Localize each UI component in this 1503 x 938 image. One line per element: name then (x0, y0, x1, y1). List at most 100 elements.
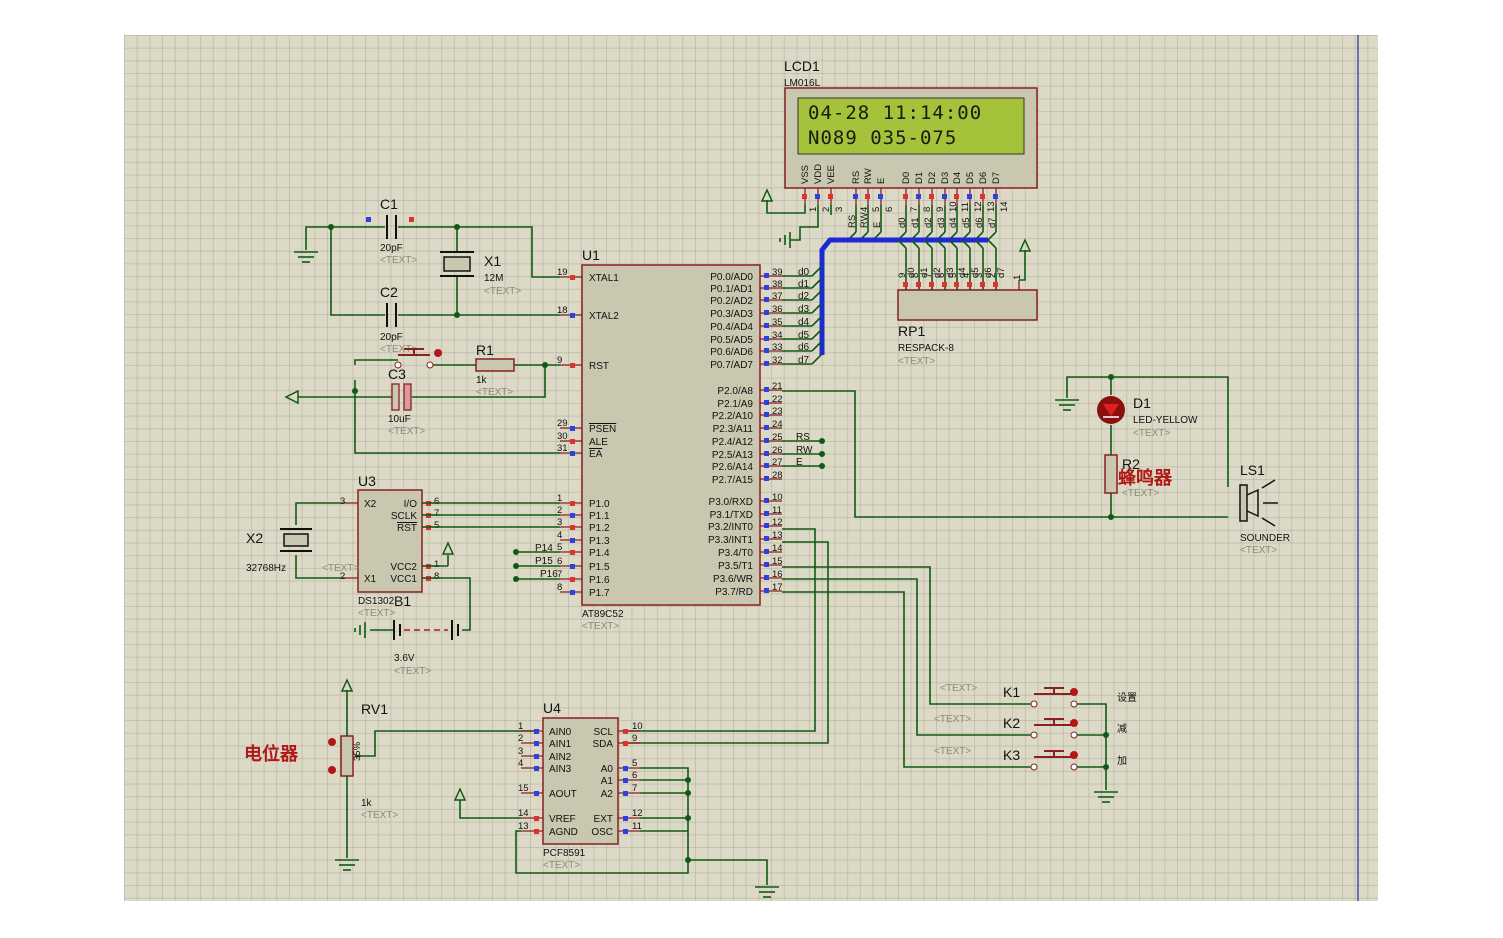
svg-text:35: 35 (772, 317, 783, 328)
rp1-pin-8: 3d6 (974, 239, 994, 290)
svg-text:21: 21 (772, 381, 783, 392)
svg-text:D2: D2 (927, 172, 938, 184)
r2-component[interactable]: R2 <TEXT> (1104, 454, 1159, 499)
c3-component[interactable]: C3 10uF <TEXT> (388, 366, 425, 437)
svg-text:9: 9 (632, 733, 637, 744)
rv1-component[interactable]: 35% RV1 1k <TEXT> (328, 701, 398, 821)
svg-text:AGND: AGND (549, 827, 578, 838)
u4-component[interactable]: U4 PCF8591 <TEXT> AIN01AIN12AIN23AIN34AO… (518, 700, 643, 871)
svg-text:4: 4 (859, 207, 870, 212)
svg-text:P2.2/A10: P2.2/A10 (712, 411, 754, 422)
key-label-k1: 设置 (1117, 692, 1137, 704)
svg-text:OSC: OSC (591, 827, 613, 838)
b1-component[interactable]: B1 3.6V <TEXT> (354, 593, 459, 677)
svg-text:3: 3 (557, 517, 562, 528)
svg-text:PSEN: PSEN (589, 424, 616, 435)
r1-value: 1k (476, 375, 488, 386)
svg-text:4: 4 (518, 758, 523, 769)
svg-text:8: 8 (434, 571, 439, 582)
svg-text:5: 5 (871, 207, 882, 212)
svg-text:2: 2 (340, 571, 345, 582)
svg-text:37: 37 (772, 291, 783, 302)
c3-value: 10uF (388, 414, 411, 425)
lcd-ref: LCD1 (784, 58, 820, 74)
c2-component[interactable]: C2 20pF <TEXT> (380, 284, 417, 355)
lcd-power-wires (766, 200, 832, 241)
svg-text:D4: D4 (952, 172, 963, 184)
svg-text:5: 5 (434, 520, 439, 531)
svg-text:19: 19 (557, 267, 568, 278)
c1-component[interactable]: C1 20pF <TEXT> (366, 196, 417, 266)
c2-ref: C2 (380, 284, 398, 300)
mcu-component[interactable]: U1 AT89C52 <TEXT> 19XTAL118XTAL29RST29PS… (557, 247, 823, 632)
svg-text:16: 16 (772, 569, 783, 580)
x2-component[interactable]: X2 32768Hz <TEXT> (246, 528, 359, 574)
c3-ref: C3 (388, 366, 406, 382)
x1-value: 12M (484, 273, 503, 284)
svg-text:d6: d6 (974, 217, 985, 228)
reset-wires (298, 359, 560, 454)
d1-component[interactable]: D1 LED-YELLOW <TEXT> (1097, 395, 1198, 439)
svg-text:34: 34 (772, 330, 783, 341)
svg-text:A0: A0 (601, 764, 614, 775)
svg-text:P2.3/A11: P2.3/A11 (713, 424, 754, 435)
c1-ref: C1 (380, 196, 398, 212)
svg-text:6: 6 (557, 556, 562, 567)
x1-component[interactable]: X1 12M <TEXT> (440, 251, 521, 297)
reset-button[interactable] (394, 348, 442, 369)
lcd-component[interactable]: LCD1 LM016L <TEXT> 04-28 11:14:00 N089 0… (784, 58, 1038, 241)
svg-text:6: 6 (936, 273, 947, 278)
b1-text-tag: <TEXT> (394, 666, 431, 677)
svg-text:D1: D1 (914, 172, 925, 184)
svg-text:2: 2 (987, 273, 998, 278)
svg-text:d2: d2 (923, 217, 934, 228)
vcc-arrow-u4 (453, 787, 467, 801)
svg-text:d7: d7 (996, 267, 1007, 278)
rp1-ref: RP1 (898, 323, 925, 339)
svg-text:38: 38 (772, 279, 783, 290)
ls1-component[interactable]: LS1 SOUNDER <TEXT> (1239, 462, 1290, 556)
net-label-d5: d5 (798, 330, 810, 341)
svg-text:23: 23 (772, 406, 783, 417)
ls1-ref: LS1 (1240, 462, 1265, 478)
svg-text:P3.5/T1: P3.5/T1 (718, 561, 753, 572)
svg-text:9: 9 (557, 355, 562, 366)
svg-text:8: 8 (922, 207, 933, 212)
svg-text:d5: d5 (961, 217, 972, 228)
svg-text:<TEXT>: <TEXT> (934, 746, 971, 757)
r1-component[interactable]: R1 1k <TEXT> (475, 342, 515, 398)
svg-text:VCC1: VCC1 (390, 574, 417, 585)
svg-text:12: 12 (772, 517, 783, 528)
svg-text:d3: d3 (936, 217, 947, 228)
svg-text:10: 10 (632, 721, 643, 732)
svg-text:5: 5 (632, 758, 637, 769)
svg-text:VEE: VEE (826, 165, 837, 184)
svg-text:2: 2 (518, 733, 523, 744)
svg-text:<TEXT>: <TEXT> (934, 714, 971, 725)
u4-ref: U4 (543, 700, 561, 716)
svg-text:6: 6 (434, 496, 439, 507)
svg-text:RST: RST (589, 361, 609, 372)
svg-text:D5: D5 (965, 172, 976, 184)
svg-text:1: 1 (557, 493, 562, 504)
lcd-pins: VSS1VDD2VEE3RS4RSRW5RWE6ED07d0D18d1D29d2… (800, 164, 1010, 241)
mcu-text-tag: <TEXT> (582, 621, 619, 632)
rp1-component[interactable]: RP1 RESPACK-8 <TEXT> 9d08d17d26d35d44d53… (897, 238, 1038, 367)
